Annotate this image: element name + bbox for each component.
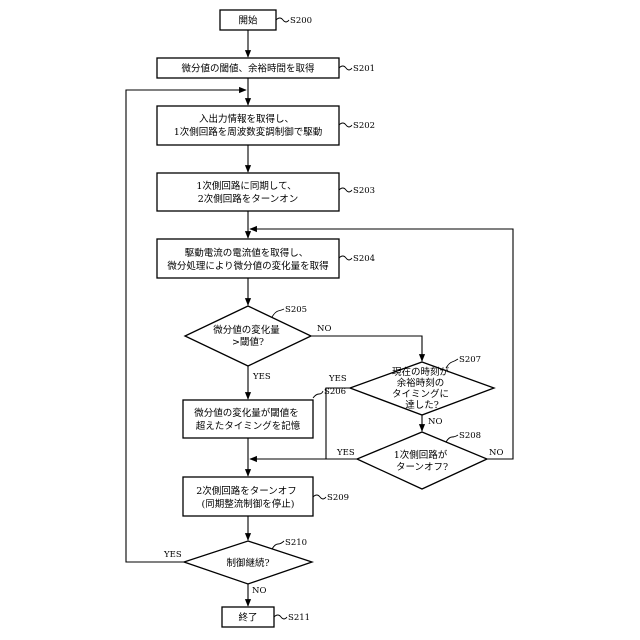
step-s207-line-3: タイミングに xyxy=(392,388,449,400)
step-s211-text: 終了 xyxy=(238,612,257,624)
step-s204-line-2: 微分処理により微分値の変化量を取得 xyxy=(167,260,329,272)
step-s203-line-1: 1次側回路に同期して、 xyxy=(196,180,296,192)
step-s208-line-2: ターンオフ? xyxy=(396,462,448,473)
ref-s209: S209 xyxy=(327,493,349,503)
leader-s211 xyxy=(274,615,287,619)
leader-s202 xyxy=(339,123,352,127)
label-s205-yes: YES xyxy=(252,372,271,382)
ref-s206: S206 xyxy=(324,387,346,397)
leader-s210 xyxy=(272,541,284,549)
ref-s200: S200 xyxy=(290,16,312,26)
step-s202-line-2: 1次側回路を周波数変調制御で駆動 xyxy=(174,126,323,138)
step-s209-line-1: 2次側回路をターンオフ xyxy=(196,485,297,497)
ref-s210: S210 xyxy=(285,538,307,548)
leader-s209 xyxy=(313,495,326,499)
step-s200-text: 開始 xyxy=(238,15,258,27)
step-s206-box xyxy=(183,400,313,438)
leader-s203 xyxy=(339,188,352,192)
step-s209-line-2: (同期整流制御を停止) xyxy=(202,498,295,510)
label-s207-yes: YES xyxy=(328,374,347,384)
step-s207-line-1: 現在の時刻が xyxy=(392,366,450,378)
step-s200-line: 開始 xyxy=(238,15,258,27)
ref-s201: S201 xyxy=(353,64,375,74)
step-s201-line: 微分値の閾値、余裕時間を取得 xyxy=(181,63,315,75)
ref-s202: S202 xyxy=(353,121,375,131)
ref-s207: S207 xyxy=(459,355,481,365)
label-s210-yes: YES xyxy=(163,550,182,560)
step-s210-text: 制御継続? xyxy=(226,557,269,569)
label-s208-yes: YES xyxy=(336,448,355,458)
step-s205-line-1: 微分値の変化量 xyxy=(213,324,280,336)
step-s211-line: 終了 xyxy=(238,612,257,624)
step-s207-line-2: 余裕時刻の xyxy=(397,377,445,389)
label-s210-no: NO xyxy=(252,586,266,596)
step-s206-line-1: 微分値の変化量が閾値を xyxy=(194,407,299,419)
step-s202-box xyxy=(157,106,339,145)
step-s207-line-4: 達した? xyxy=(405,399,439,411)
ref-s205: S205 xyxy=(285,305,307,315)
ref-s204: S204 xyxy=(353,254,375,264)
step-s203-line-2: 2次側回路をターンオン xyxy=(198,193,299,205)
step-s204-line-1: 駆動電流の電流値を取得し、 xyxy=(185,247,309,259)
leader-s208 xyxy=(446,435,458,442)
label-s208-no: NO xyxy=(489,448,503,458)
step-s202-line-1: 入出力情報を取得し、 xyxy=(199,113,294,125)
leader-s205 xyxy=(272,309,284,317)
step-s206-line-2: 超えたタイミングを記憶 xyxy=(196,420,301,432)
decision-s205 xyxy=(185,306,311,366)
leader-s206 xyxy=(313,391,323,398)
flow-s205-no-s207 xyxy=(311,336,422,361)
label-s207-no: NO xyxy=(428,417,442,427)
step-s205-line-2: >閾値? xyxy=(232,336,264,348)
step-s208-line-1: 1次側回路が xyxy=(394,449,448,461)
leader-s200 xyxy=(276,18,289,22)
ref-s208: S208 xyxy=(459,431,481,441)
leader-s204 xyxy=(339,256,352,260)
leader-s201 xyxy=(339,66,352,70)
label-s205-no: NO xyxy=(317,324,331,334)
ref-s211: S211 xyxy=(288,613,310,623)
step-s210-line: 制御継続? xyxy=(226,557,269,569)
ref-s203: S203 xyxy=(353,186,375,196)
step-s203-box xyxy=(157,173,339,211)
step-s201-text: 微分値の閾値、余裕時間を取得 xyxy=(181,63,315,75)
